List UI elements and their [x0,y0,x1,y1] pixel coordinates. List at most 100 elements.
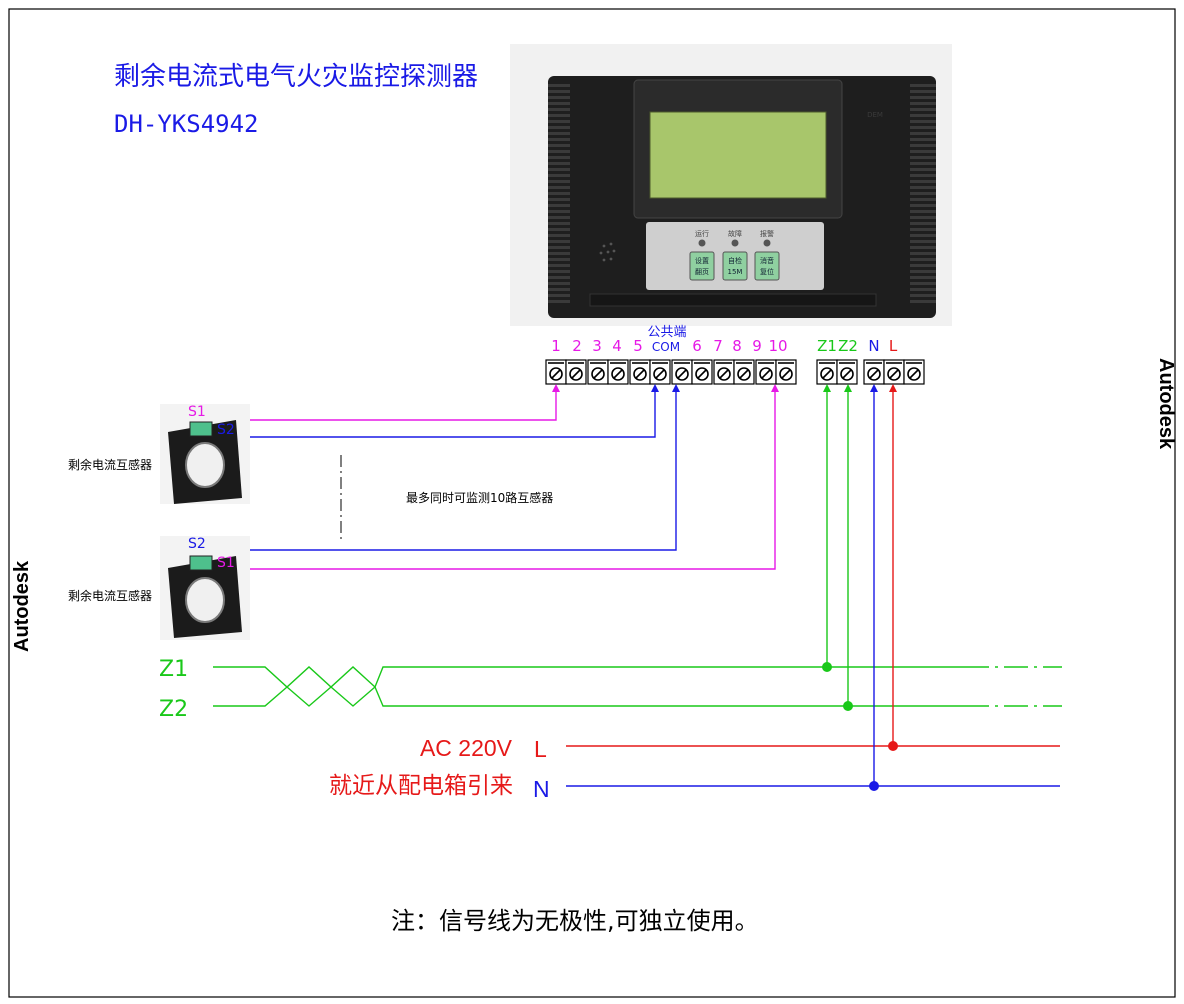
sensor-terminal-block [189,421,213,437]
z2-junction [843,701,853,711]
terminal-number-label: 8 [732,337,742,355]
panel-button-silence[interactable]: 消音 复位 [754,251,780,281]
note-max-sensors: 最多同时可监测10路互感器 [406,490,553,505]
terminal-label-n: N [868,337,879,355]
indicator-label-alarm: 报警 [760,229,774,238]
terminal-screw-slot [613,369,623,379]
vent-rib [910,228,936,231]
terminal-common-label: 公共端 [647,325,686,340]
panel-button-set[interactable]: 设置 翻页 [689,251,715,281]
vent-rib [910,186,936,189]
terminal-screw-slot [889,369,899,379]
sensor1-s2-label: S2 [217,422,235,438]
vent-rib [548,162,570,165]
terminal-screw-slot [677,369,687,379]
vent-rib [548,144,570,147]
vent-rib [910,252,936,255]
vent-rib [910,234,936,237]
ac-voltage-label: AC 220V [420,735,513,761]
wire-sensor1-s2 [237,386,656,438]
panel-button-selftest[interactable]: 自检 15M [722,251,748,281]
terminal-screw-slot [697,369,707,379]
vent-rib [548,258,570,261]
button-label: 设置 [695,256,709,265]
terminal-label-l: L [889,337,898,355]
indicator-led-alarm [763,239,771,247]
sensor2-s1-label: S1 [217,555,235,571]
vent-rib [910,240,936,243]
vent-rib [548,186,570,189]
terminal-number-label: 3 [592,337,602,355]
vent-rib [548,276,570,279]
vent-rib [910,108,936,111]
z1-junction [822,662,832,672]
vent-rib [910,126,936,129]
vent-rib [548,132,570,135]
z2-bus-line [213,666,965,707]
sensor2-s2-label: S2 [188,536,206,552]
vent-rib [548,102,570,105]
sensor-core-hole [185,577,225,623]
z1-arrowhead [823,384,831,392]
button-label: 翻页 [695,267,709,276]
sensor-wiring [230,386,776,570]
footnote: 注：信号线为无极性,可独立使用。 [391,907,759,935]
terminal-number-label: 7 [713,337,723,355]
button-label: 15M [728,268,743,276]
wire-sensor1-s1 [232,386,557,421]
terminal-screw-slot [781,369,791,379]
vent-rib [910,210,936,213]
line-n-label: N [533,776,550,802]
vent-rib [910,132,936,135]
vent-rib [548,198,570,201]
current-transformer-1: S1 S2 [160,404,250,504]
vent-rib [548,210,570,213]
vent-rib [548,90,570,93]
vent-rib [548,294,570,297]
vent-rib [548,138,570,141]
vent-rib [910,192,936,195]
terminal-com-label: COM [652,340,680,354]
vent-rib [910,294,936,297]
vent-rib [910,180,936,183]
terminal-label-z2: Z2 [838,337,858,355]
terminal-screw-slot [551,369,561,379]
vent-rib [548,228,570,231]
terminal-screw-slot [761,369,771,379]
terminal-number-label: 4 [612,337,622,355]
vent-rib [548,180,570,183]
vent-rib [910,222,936,225]
vent-rib [548,240,570,243]
vent-rib [910,162,936,165]
vent-rib [910,258,936,261]
sensor1-s1-label: S1 [188,404,206,420]
vent-rib [910,150,936,153]
button-label: 复位 [760,267,774,276]
vent-rib [910,90,936,93]
sensor2-label: 剩余电流互感器 [68,588,152,603]
device-bottom-slot [589,293,877,307]
z2-arrowhead [844,384,852,392]
vent-rib [548,204,570,207]
detector-device: 运行 故障 报警 设置 翻页 自检 15M 消音 复位 DEM [510,44,952,326]
vent-rib [548,96,570,99]
vent-rib [548,252,570,255]
terminal-number-label: 2 [572,337,582,355]
vent-rib [548,246,570,249]
terminal-screw-slot [593,369,603,379]
device-vent-right [910,84,936,303]
terminal-screw-slot [869,369,879,379]
bus-label-z1: Z1 [159,657,188,682]
terminal-screw-slot [571,369,581,379]
vent-rib [548,126,570,129]
sensor-terminal-block [189,555,213,571]
terminal-screw-slot [635,369,645,379]
vent-rib [910,84,936,87]
terminal-screw-slot [909,369,919,379]
vent-rib [548,156,570,159]
sensor-core-hole [185,442,225,488]
vent-rib [548,174,570,177]
vent-rib [910,216,936,219]
vent-rib [910,270,936,273]
n-junction [869,781,879,791]
